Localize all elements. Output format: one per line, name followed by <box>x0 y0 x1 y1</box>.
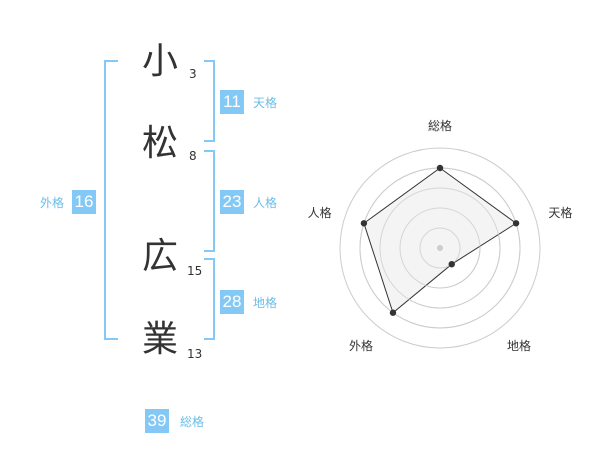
radar-axis-label-1: 総格 <box>428 118 452 133</box>
soukaku-value-badge: 39 <box>145 409 169 433</box>
stroke-count-3: 15 <box>187 264 203 278</box>
gaikaku-value-badge: 16 <box>72 190 96 214</box>
radar-center-dot <box>437 245 443 251</box>
jinkaku-value-badge: 23 <box>220 190 244 214</box>
chikaku-bracket <box>204 258 215 340</box>
radar-grid-ring-overlay <box>399 207 481 289</box>
radar-point-3 <box>448 260 455 268</box>
name-char-3: 広 <box>141 236 178 277</box>
soukaku-label: 総格 <box>180 415 205 429</box>
gaikaku-label: 外格 <box>40 196 65 210</box>
stroke-count-4: 13 <box>187 347 203 361</box>
radar-point-2 <box>512 220 520 227</box>
name-char-1: 小 <box>141 41 178 82</box>
gaikaku-bracket <box>104 60 118 340</box>
jinkaku-label: 人格 <box>253 196 278 210</box>
radar-point-1 <box>436 164 444 172</box>
chikaku-label: 地格 <box>253 296 278 310</box>
radar-grid-ring-overlay <box>379 187 501 309</box>
chikaku-value-badge: 28 <box>220 290 244 314</box>
name-char-4: 業 <box>141 319 178 360</box>
tenkaku-label: 天格 <box>253 96 278 110</box>
tenkaku-bracket <box>204 60 215 142</box>
tenkaku-value-badge: 11 <box>220 90 244 114</box>
radar-axis-label-4: 外格 <box>349 338 373 353</box>
radar-series-area <box>363 167 517 314</box>
jinkaku-bracket <box>204 150 215 252</box>
radar-axis-label-3: 地格 <box>507 338 531 353</box>
radar-point-5 <box>360 220 368 227</box>
name-char-2: 松 <box>141 123 178 164</box>
radar-point-4 <box>389 309 397 316</box>
stroke-count-2: 8 <box>189 149 197 163</box>
radar-axis-label-5: 人格 <box>308 205 332 220</box>
radar-grid-ring-overlay <box>419 227 461 269</box>
stroke-count-1: 3 <box>189 67 197 81</box>
radar-axis-label-2: 天格 <box>548 205 572 220</box>
